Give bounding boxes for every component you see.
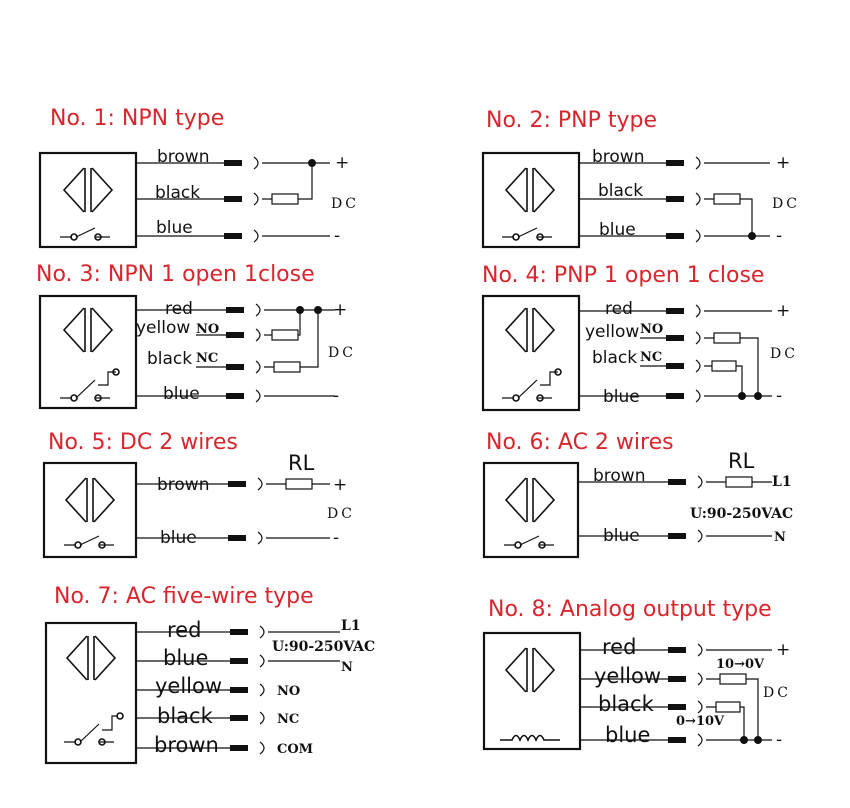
diagram-analog-output: No. 8: Analog output type red yellow bla… [482,597,791,751]
diagram-title: No. 6: AC 2 wires [486,430,674,455]
supply-label: DC [763,685,791,701]
contact-label: COM [277,742,313,757]
diagram-title: No. 8: Analog output type [488,597,772,622]
diagram-title: No. 5: DC 2 wires [48,430,238,455]
polarity-minus: - [333,528,339,548]
wire-label: red [605,299,633,319]
wire-label: blue [156,218,193,238]
supply-label: DC [331,196,359,212]
supply-label: DC [328,345,356,361]
load-label: RL [288,451,315,475]
polarity-plus: + [776,301,790,321]
wire-label: black [592,348,637,368]
wire-label: brown [157,475,210,495]
diagram-npn-no-nc: No. 3: NPN 1 open 1close red yellow NO b… [36,262,356,410]
diagram-dc-2-wire: No. 5: DC 2 wires RL brown blue DC + - [42,430,355,559]
wire-label: brown [592,147,645,167]
polarity-minus: - [776,386,782,406]
wire-label: blue [603,387,640,407]
wire-label: black [598,692,655,716]
wire-label: yellow [136,318,190,338]
diagram-title: No. 1: NPN type [50,106,224,131]
range-label: 10→0V [716,657,765,672]
polarity-plus: + [333,300,347,320]
wire-label: yellow [155,674,222,698]
polarity-plus: + [776,640,790,660]
contact-label: NC [277,712,299,727]
wire-label: blue [603,526,640,546]
wire-label: black [155,183,200,203]
diagram-pnp-no-nc: No. 4: PNP 1 open 1 close red yellow NO … [481,263,798,412]
wire-label: black [157,704,214,728]
wire-label: yellow [585,322,639,342]
contact-label: NO [640,322,663,337]
wire-label: red [167,618,201,642]
line-label: L1 [341,618,361,634]
contact-label: NC [196,351,218,366]
supply-label: DC [772,196,800,212]
neutral-label: N [341,660,353,675]
polarity-minus: - [333,386,339,406]
polarity-plus: + [776,153,790,173]
wire-label: blue [163,384,200,404]
wire-label: blue [160,528,197,548]
diagram-ac-five-wire: No. 7: AC five-wire type red blue yellow… [44,584,375,765]
wire-label: red [602,635,636,659]
supply-label: DC [770,346,798,362]
contact-label: NO [277,684,300,699]
wire-label: brown [593,466,646,486]
range-label: 0→10V [676,714,725,729]
voltage-label: U:90-250VAC [690,506,793,522]
diagram-pnp: No. 2: PNP type brown black blue DC + - [481,108,800,249]
supply-label: DC [327,506,355,522]
polarity-plus: + [333,475,347,495]
neutral-label: N [774,530,786,545]
wire-label: black [147,349,192,369]
wire-label: brown [154,733,219,757]
diagram-npn: No. 1: NPN type brown black blue DC + - [38,106,359,249]
wire-label: blue [163,646,208,670]
polarity-minus: - [776,226,782,246]
line-label: L1 [772,474,792,490]
wire-label: black [598,181,643,201]
polarity-minus: - [334,226,340,246]
wire-label: blue [605,723,650,747]
contact-label: NO [196,322,219,337]
diagram-title: No. 3: NPN 1 open 1close [36,262,315,287]
diagram-title: No. 4: PNP 1 open 1 close [482,263,764,288]
load-label: RL [728,449,755,473]
wire-label: brown [157,147,210,167]
wire-label: blue [599,220,636,240]
diagram-title: No. 2: PNP type [486,108,657,133]
polarity-plus: + [335,153,349,173]
contact-label: NC [640,350,662,365]
diagram-ac-2-wire: No. 6: AC 2 wires RL L1 U:90-250VAC N br… [482,430,793,559]
wire-label: yellow [594,664,661,688]
polarity-minus: - [776,730,782,750]
wire-label: red [165,299,193,319]
diagram-title: No. 7: AC five-wire type [54,584,314,609]
voltage-label: U:90-250VAC [272,639,375,655]
